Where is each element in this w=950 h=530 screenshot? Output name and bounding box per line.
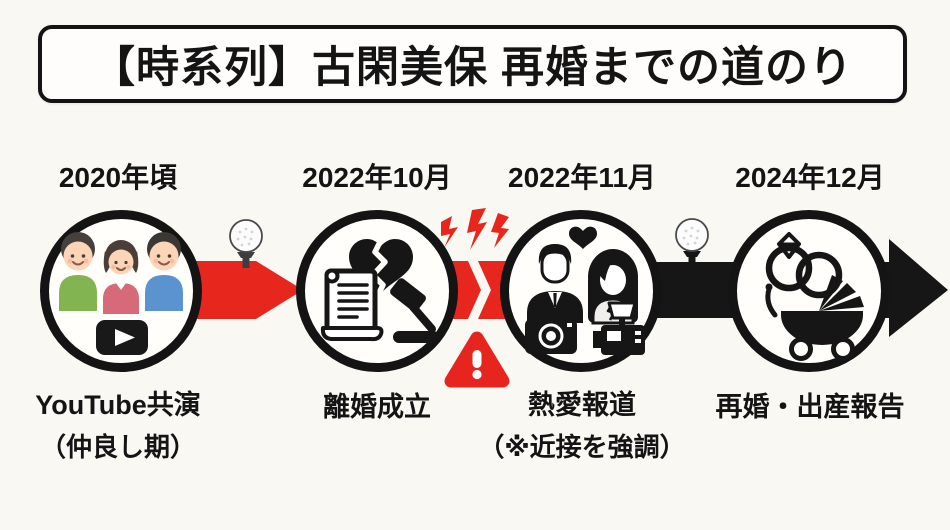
wedding-rings-pram-icon (765, 232, 864, 361)
page-title: 【時系列】古閑美保 再婚までの道のり (92, 44, 853, 92)
camera-icon (525, 313, 577, 354)
divorce-broken-heart-gavel-icon (320, 235, 439, 343)
youtube-trio-icon (59, 232, 183, 355)
warning-triangle-icon (444, 331, 510, 388)
broken-crack-connector (452, 261, 506, 319)
lightning-sparks-icon (441, 208, 509, 250)
event-circle-romance-report (500, 210, 662, 372)
red-arrow-connector (196, 261, 303, 319)
wedding-rings-icon (765, 232, 843, 299)
event-circle-remarriage (728, 210, 890, 372)
date-label-4: 2024年12月 (735, 162, 885, 193)
paparazzi-couple-icon (525, 226, 645, 355)
black-arrow-head (889, 239, 948, 337)
caption-line: 再婚・出産報告 (715, 392, 905, 422)
date-label-1: 2020年頃 (58, 162, 178, 193)
event-caption-4: 再婚・出産報告 (660, 385, 950, 429)
caption-line: （仲良し期） (39, 432, 196, 462)
event-caption-2: 離婚成立 (227, 385, 527, 429)
man-bust-icon (527, 244, 583, 323)
gavel-icon (390, 278, 439, 343)
flash-camera-icon (593, 301, 645, 355)
golf-ball-tee-icon (229, 219, 263, 268)
date-label-2: 2022年10月 (302, 162, 452, 193)
youtube-play-icon (96, 320, 148, 355)
event-circle-divorce (296, 210, 458, 372)
event-caption-1: YouTube共演 （仲良し期） (0, 383, 268, 464)
event-circle-youtube (40, 210, 202, 372)
baby-pram-icon (765, 275, 864, 361)
caption-line: 熱愛報道 (528, 390, 636, 420)
caption-line: 離婚成立 (323, 392, 431, 422)
event-caption-3: 熱愛報道 （※近接を強調） (432, 383, 732, 464)
date-label-3: 2022年11月 (508, 162, 656, 193)
title-box: 【時系列】古閑美保 再婚までの道のり (38, 25, 907, 103)
caption-line: YouTube共演 (35, 390, 201, 420)
golf-ball-tee-icon (675, 218, 709, 266)
document-scroll-icon (320, 268, 384, 342)
caption-line: （※近接を強調） (478, 432, 686, 462)
